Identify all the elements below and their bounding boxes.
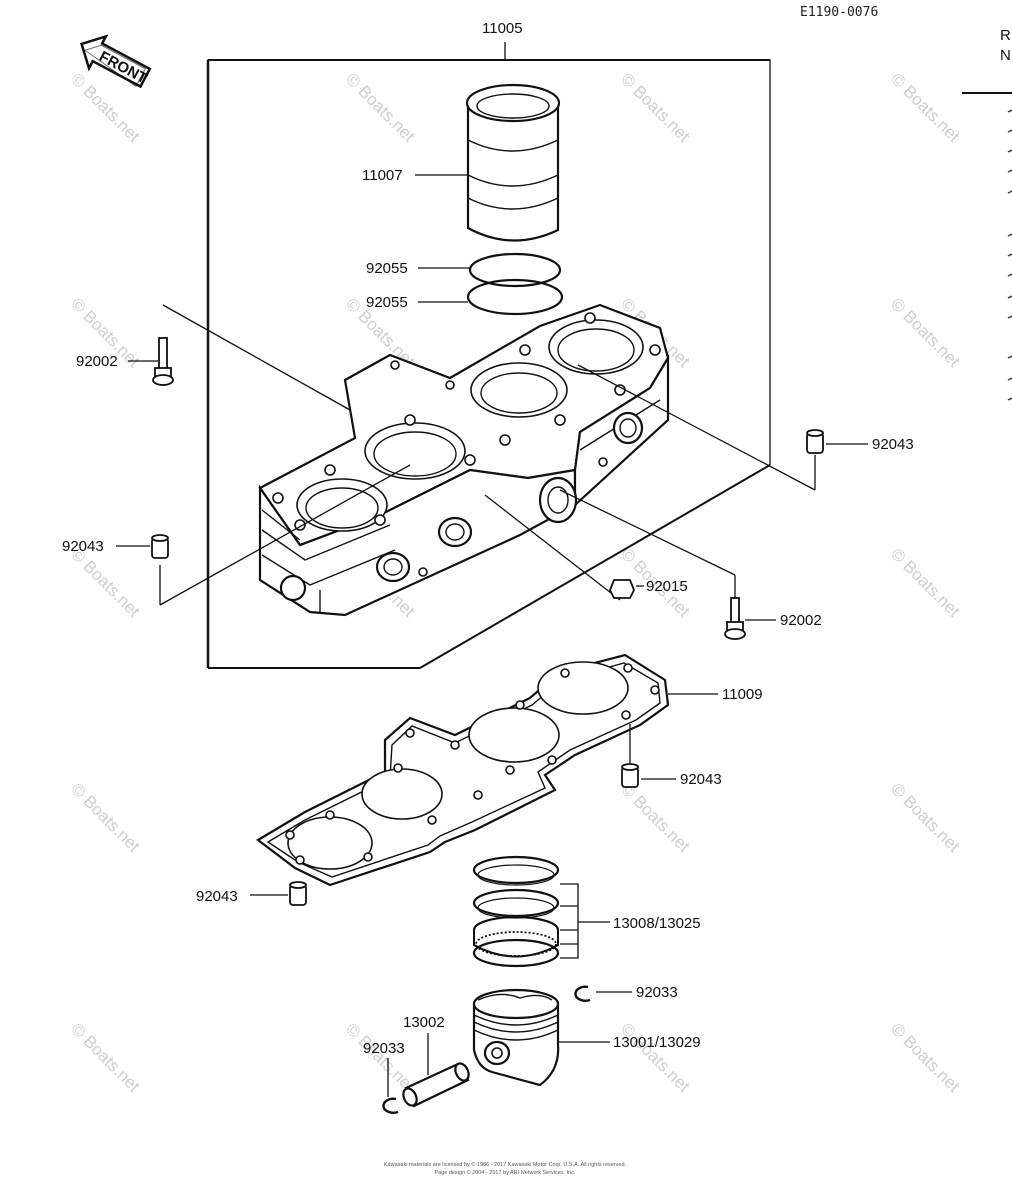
callout-92043-right: 92043 xyxy=(872,436,914,453)
callout-13008-13025: 13008/13025 xyxy=(613,915,701,932)
callout-92002-left: 92002 xyxy=(76,353,118,370)
watermark: © Boats.net xyxy=(342,69,419,146)
plug-92015 xyxy=(609,579,644,599)
callout-92002-right: 92002 xyxy=(780,612,822,629)
o-rings xyxy=(418,252,564,316)
callout-92043-gasket-right: 92043 xyxy=(680,771,722,788)
head-gasket xyxy=(256,653,718,887)
circlip-92033-right xyxy=(574,985,632,1002)
watermark: © Boats.net xyxy=(887,544,964,621)
watermark: © Boats.net xyxy=(67,1019,144,1096)
callout-13001-13029: 13001/13029 xyxy=(613,1034,701,1051)
watermark: © Boats.net xyxy=(67,779,144,856)
margin-tick-marks xyxy=(1007,109,1012,401)
bolt-92002-left xyxy=(128,337,174,386)
watermark: © Boats.net xyxy=(67,544,144,621)
cylinder-liner xyxy=(415,83,561,242)
callout-92033-left: 92033 xyxy=(363,1040,405,1057)
callout-92033-right: 92033 xyxy=(636,984,678,1001)
watermark: © Boats.net xyxy=(887,294,964,371)
watermark: © Boats.net xyxy=(617,69,694,146)
assembly-bracket xyxy=(206,42,771,669)
callout-13002: 13002 xyxy=(403,1014,445,1031)
piston xyxy=(472,988,610,1087)
watermark: © Boats.net xyxy=(617,1019,694,1096)
bolt-92002-right xyxy=(724,597,776,640)
circlip-92033-left xyxy=(382,1058,399,1114)
dowel-92043-gasket-right xyxy=(621,763,676,788)
callout-92043-gasket-left: 92043 xyxy=(196,888,238,905)
dowel-92043-right xyxy=(806,429,868,454)
callout-92055-lower: 92055 xyxy=(366,294,408,311)
watermark: © Boats.net xyxy=(887,69,964,146)
cylinder-block xyxy=(258,303,670,617)
dowel-92043-gasket-left xyxy=(250,881,307,906)
piston-pin xyxy=(402,1033,470,1108)
watermark: © Boats.net xyxy=(887,779,964,856)
callout-92043-left: 92043 xyxy=(62,538,104,555)
footer-copyright: Kawasaki materials are licensed by © 198… xyxy=(384,1161,627,1168)
callout-11009: 11009 xyxy=(722,686,763,703)
watermark: © Boats.net xyxy=(887,1019,964,1096)
leader-lines xyxy=(159,304,816,606)
callout-92055-upper: 92055 xyxy=(366,260,408,277)
dowel-92043-left xyxy=(116,534,169,559)
watermark: © Boats.net xyxy=(617,779,694,856)
margin-letter: N xyxy=(1000,47,1011,64)
piston-rings xyxy=(472,855,610,968)
reference-code: E1190-0076 xyxy=(800,5,878,20)
callout-92015: 92015 xyxy=(646,578,688,595)
footer-page-design: Page design © 2004 - 2017 by ARI Network… xyxy=(434,1169,575,1176)
callout-11005: 11005 xyxy=(482,20,523,37)
margin-letter: R xyxy=(1000,27,1011,44)
right-margin-fragment: R N xyxy=(962,27,1012,401)
callout-11007: 11007 xyxy=(362,167,403,184)
